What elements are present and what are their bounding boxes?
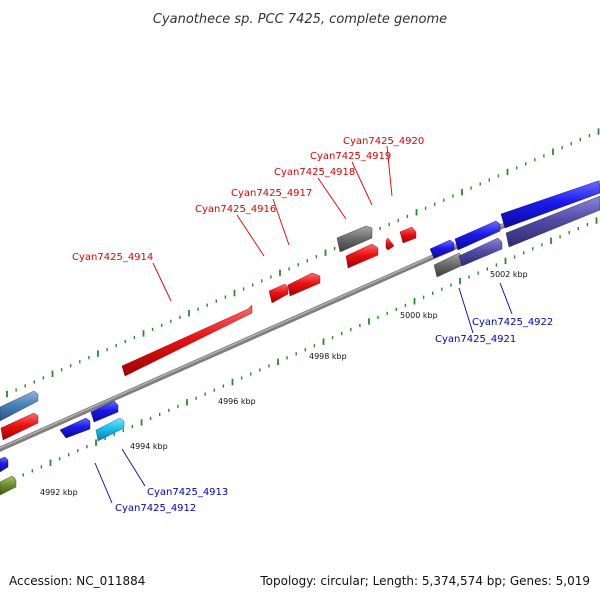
gene-label-cyan7425-4917[interactable]: Cyan7425_4917 bbox=[231, 188, 312, 199]
gene-cyan7425-4921[interactable] bbox=[429, 239, 455, 259]
gene-cyan7425-4919[interactable] bbox=[385, 237, 395, 251]
map-title: Cyanothece sp. PCC 7425, complete genome bbox=[153, 12, 447, 27]
gene-cyan7425-4916[interactable] bbox=[268, 283, 289, 304]
scale-label-4992: 4992 kbp bbox=[40, 488, 78, 497]
gene-cyan7425-4922[interactable] bbox=[454, 220, 501, 251]
gene-steel-left[interactable] bbox=[0, 390, 39, 422]
gene-reverse-left[interactable] bbox=[0, 456, 9, 473]
gene-cyan7425-4918[interactable] bbox=[345, 243, 379, 269]
scale-label-4998: 4998 kbp bbox=[309, 352, 347, 361]
gene-label-cyan7425-4912[interactable]: Cyan7425_4912 bbox=[115, 503, 196, 514]
gene-cyan7425-4913[interactable] bbox=[90, 400, 119, 423]
footer-accession: Accession: NC_011884 bbox=[9, 574, 146, 588]
scale-ticks-lower bbox=[4, 217, 598, 487]
gene-label-cyan7425-4919[interactable]: Cyan7425_4919 bbox=[310, 151, 391, 162]
gene-label-cyan7425-4916[interactable]: Cyan7425_4916 bbox=[195, 204, 276, 215]
gene-pseudo-gray[interactable] bbox=[336, 225, 373, 253]
scale-ticks-upper bbox=[6, 128, 600, 398]
gene-label-cyan7425-4922[interactable]: Cyan7425_4922 bbox=[472, 317, 553, 328]
gene-reverse-large-purple[interactable] bbox=[505, 195, 600, 248]
gene-callout-lines bbox=[94, 145, 513, 504]
footer-summary: Topology: circular; Length: 5,374,574 bp… bbox=[260, 574, 590, 588]
scale-label-4994: 4994 kbp bbox=[130, 442, 168, 451]
gene-labels: Cyan7425_4920 Cyan7425_4919 Cyan7425_491… bbox=[72, 136, 553, 514]
gene-cyan7425-4920[interactable] bbox=[399, 226, 417, 244]
gene-label-cyan7425-4914[interactable]: Cyan7425_4914 bbox=[72, 252, 153, 263]
reverse-strand-genes bbox=[0, 180, 600, 496]
forward-strand-genes bbox=[0, 225, 417, 441]
scale-label-5000: 5000 kbp bbox=[400, 311, 438, 320]
gene-label-cyan7425-4913[interactable]: Cyan7425_4913 bbox=[147, 487, 228, 498]
gene-cyan7425-4917[interactable] bbox=[287, 272, 321, 297]
scale-labels: 4992 kbp 4994 kbp 4996 kbp 4998 kbp 5000… bbox=[40, 270, 528, 497]
gene-rna-cyan[interactable] bbox=[95, 417, 125, 442]
gene-cyan7425-4914[interactable] bbox=[121, 304, 253, 377]
scale-label-4996: 4996 kbp bbox=[218, 397, 256, 406]
gene-reverse-large[interactable] bbox=[500, 180, 600, 229]
scale-label-5002: 5002 kbp bbox=[490, 270, 528, 279]
gene-cyan7425-4912[interactable] bbox=[59, 417, 91, 439]
gene-olive-left[interactable] bbox=[0, 475, 17, 496]
gene-reverse-purple[interactable] bbox=[458, 237, 503, 267]
gene-label-cyan7425-4921[interactable]: Cyan7425_4921 bbox=[435, 334, 516, 345]
gene-label-cyan7425-4920[interactable]: Cyan7425_4920 bbox=[343, 136, 424, 147]
gene-forward-left[interactable] bbox=[0, 412, 39, 441]
gene-label-cyan7425-4918[interactable]: Cyan7425_4918 bbox=[274, 167, 355, 178]
